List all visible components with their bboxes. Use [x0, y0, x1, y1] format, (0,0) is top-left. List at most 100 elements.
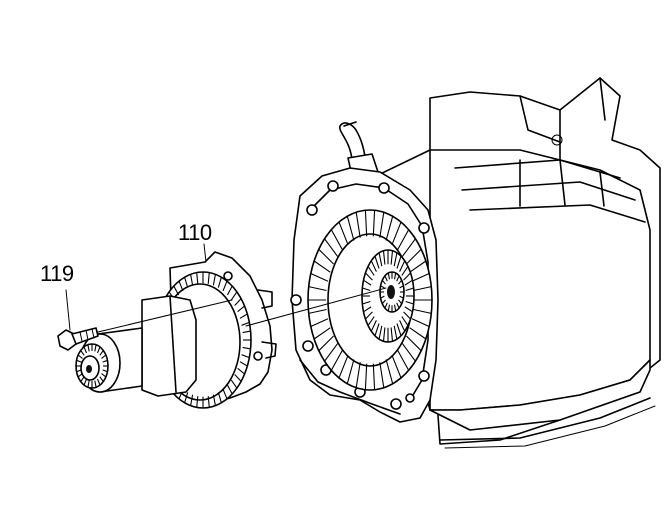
adapter-ring-tooth	[239, 313, 248, 319]
ring-gear-tooth	[391, 221, 402, 245]
shaft-spline-tooth	[380, 285, 385, 289]
ring-gear-tooth	[379, 212, 385, 238]
ring-gear-tooth	[355, 362, 361, 388]
shaft-spline-tooth	[393, 272, 397, 280]
ring-gear-tooth	[413, 286, 432, 292]
adapter-ring-tooth	[242, 346, 251, 350]
ring-gear-tooth	[346, 359, 355, 384]
ring-gear-tooth	[313, 260, 331, 273]
output-spline-tooth	[76, 359, 82, 363]
adapter-ring-tooth	[237, 305, 245, 313]
input-shaft-spline	[380, 272, 404, 312]
output-spline-tooth	[94, 380, 97, 388]
ring-gear-tooth	[346, 216, 355, 241]
adapter-ring-tooth	[196, 396, 199, 408]
shaft-spline-tooth	[381, 279, 386, 285]
hub-gear-tooth	[399, 320, 406, 332]
ring-gear-tooth	[372, 210, 376, 237]
hub-gear-tooth	[390, 250, 394, 265]
adapter-ring-tooth	[241, 321, 250, 326]
adapter-ring-tooth	[196, 272, 199, 284]
shaft-spline-tooth	[399, 295, 404, 299]
ring-gear-tooth	[313, 327, 331, 340]
adapter-ring-tooth	[217, 277, 222, 288]
ring-gear-tooth	[364, 363, 368, 390]
hub-gear-tooth	[399, 260, 406, 272]
bell-housing-face	[290, 167, 439, 423]
ring-gear-tooth	[406, 335, 422, 352]
hub-gear-tooth	[363, 306, 372, 313]
hub-gear-tooth	[367, 316, 375, 326]
bolt	[57, 327, 99, 351]
ring-gear-tooth	[391, 355, 402, 379]
ring-gear-tooth	[396, 229, 410, 251]
hub-gear-tooth	[396, 323, 402, 336]
shaft-spline-tooth	[399, 285, 404, 289]
shaft-spline-tooth	[384, 275, 388, 282]
output-spline-tooth	[101, 354, 107, 359]
output-spline-tooth	[102, 369, 108, 373]
ring-gear-tooth	[396, 349, 410, 371]
output-spline-tooth	[96, 378, 101, 386]
hub-gear-tooth	[374, 323, 380, 336]
adapter-ring-tooth	[212, 274, 216, 286]
ring-gear-tooth	[413, 308, 432, 314]
hub-gear-tooth	[403, 311, 411, 320]
adapter-ring-tooth	[226, 384, 233, 395]
ring-gear-tooth	[364, 210, 368, 237]
leader-lines	[65, 243, 387, 333]
callout-119: 119	[40, 261, 74, 286]
hub-gear-teeth	[362, 250, 414, 342]
hub-gear-tooth	[401, 316, 409, 326]
hub-gear-tooth	[362, 287, 371, 292]
output-spline-tooth	[87, 344, 90, 352]
hub-gear-tooth	[404, 306, 413, 313]
adapter-ring-tooth	[230, 379, 238, 389]
ring-gear-tooth	[318, 248, 334, 265]
hub-gear-tooth	[370, 260, 377, 272]
ring-gear-tooth	[355, 212, 361, 238]
shaft-spline-tooth	[396, 302, 400, 309]
hub-gear-tooth	[405, 300, 414, 305]
hub-gear-tooth	[405, 287, 414, 292]
ring-gear-tooth	[411, 272, 430, 282]
ring-gear-tooth	[385, 359, 394, 384]
hub-gear-tooth	[362, 300, 371, 305]
hub-gear-tooth	[393, 325, 398, 340]
ring-gear-tooth	[310, 318, 329, 328]
hub-gear-tooth	[393, 252, 398, 267]
adapter-ring-tooth	[184, 277, 189, 288]
adapter-ring-tooth	[239, 361, 248, 367]
shaft-spline-tooth	[384, 302, 388, 309]
ring-gear-tooth	[324, 238, 339, 257]
output-spline-tooth	[102, 359, 108, 363]
shaft-spline-tooth	[398, 299, 403, 305]
ring-gear-tooth	[330, 229, 344, 251]
ring-gear-tooth	[406, 248, 422, 265]
ring-gear-tooth	[338, 221, 349, 245]
shaft-spline-tooth	[396, 275, 400, 282]
hub-gear-tooth	[365, 311, 373, 320]
adapter-ring-tooth	[241, 354, 250, 359]
hub-gear-tooth	[378, 252, 383, 267]
ring-gear-tooth	[308, 308, 327, 314]
shaft-spline-tooth	[387, 272, 391, 280]
adapter-ring-tooth	[237, 367, 245, 375]
shaft-spline-tooth	[387, 304, 391, 312]
ring-gear-teeth	[308, 210, 432, 390]
hub-gear-tooth	[390, 327, 394, 342]
ring-gear-tooth	[318, 335, 334, 352]
output-shaft-spline	[76, 344, 108, 388]
output-spline-tooth	[99, 376, 104, 382]
shaft-spline-tooth	[381, 299, 386, 305]
adapter-assembly	[75, 251, 277, 409]
hub-gear-tooth	[370, 320, 377, 332]
adapter-ring-tooth	[190, 394, 194, 406]
shaft-spline-tooth	[380, 295, 385, 299]
ring-gear-tooth	[401, 343, 416, 362]
ring-gear-tooth	[409, 327, 427, 340]
output-spline-tooth	[87, 380, 90, 388]
adapter-ring-tooth	[234, 298, 242, 306]
